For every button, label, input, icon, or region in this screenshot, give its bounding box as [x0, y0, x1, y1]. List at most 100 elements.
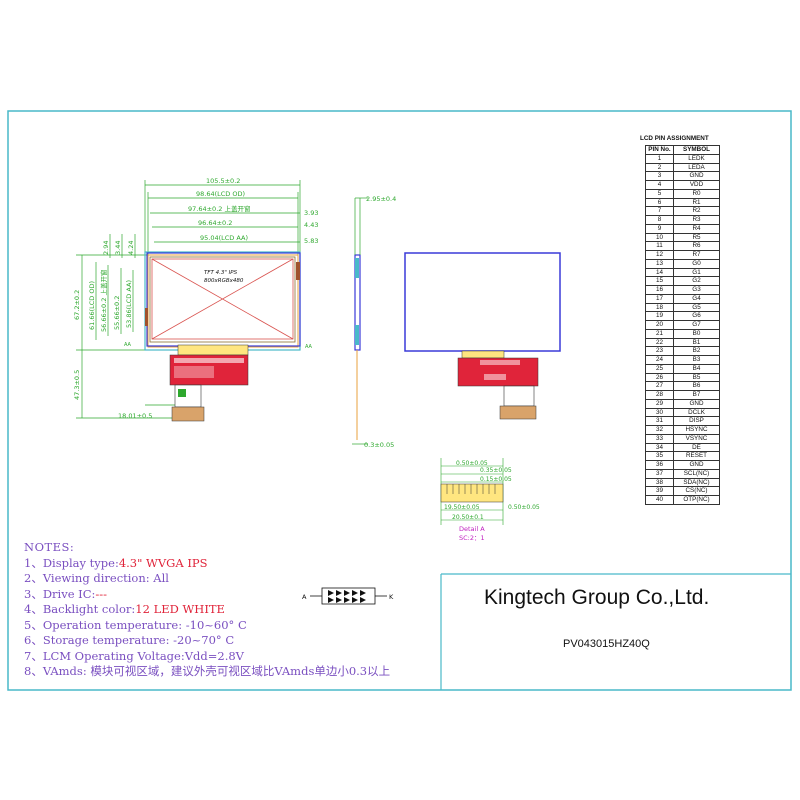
- detail-dim-4: 19.50±0.05: [444, 504, 480, 511]
- pin-symbol: B3: [673, 355, 720, 365]
- pin-number: 28: [645, 390, 674, 400]
- dim-left-3: 4.24: [127, 241, 135, 255]
- dim-fpc-width: 18.01±0.5: [118, 412, 152, 420]
- back-fpc-label: [480, 360, 520, 365]
- dim-width-window: 97.64±0.2 上盖开窗: [188, 204, 250, 213]
- pin-symbol: R2: [673, 206, 720, 216]
- detail-dim-3: 0.15±0.05: [480, 476, 512, 483]
- detail-dim-1: 0.50±0.05: [456, 460, 488, 467]
- pin-number: 21: [645, 328, 674, 339]
- pin-number: 26: [645, 372, 674, 383]
- pin-number: 22: [645, 337, 674, 348]
- pin-symbol: R1: [673, 197, 720, 208]
- pin-number: 19: [645, 311, 674, 321]
- pin-symbol: GND: [673, 171, 720, 181]
- pin-number: 16: [645, 285, 674, 295]
- pin-symbol: SCL(NC): [673, 468, 720, 479]
- dim-fpc-thickness: 0.3±0.05: [364, 441, 394, 449]
- pin-symbol: G0: [673, 258, 720, 269]
- pin-number: 3: [645, 171, 674, 181]
- back-view: [404, 252, 561, 420]
- pin-symbol: HSYNC: [673, 425, 720, 435]
- pin-number: 36: [645, 460, 674, 470]
- pin-symbol: G1: [673, 267, 720, 278]
- back-fpc-print: [484, 374, 506, 380]
- pin-symbol: R0: [673, 188, 720, 199]
- pin-number: 30: [645, 407, 674, 418]
- pin-number: 39: [645, 486, 674, 496]
- detail-label: Detail A: [459, 525, 485, 533]
- note-7: 7、LCM Operating Voltage:Vdd=2.8V: [24, 648, 244, 663]
- back-fpc-neck: [503, 385, 535, 407]
- pin-number: 32: [645, 425, 674, 435]
- pin-symbol: VSYNC: [673, 433, 720, 444]
- fpc-component: [178, 389, 186, 397]
- pin-symbol: B4: [673, 363, 720, 374]
- model-number: PV043015HZ40Q: [563, 638, 650, 650]
- dim-height-inner: 55.66±0.2: [113, 296, 121, 330]
- back-fpc-stiffener: [461, 350, 505, 359]
- aa-label-right: AA: [305, 344, 313, 350]
- pin-symbol: B0: [673, 328, 720, 339]
- fpc-connector: [171, 406, 205, 422]
- pin-number: 5: [645, 188, 674, 199]
- note-2: 2、Viewing direction: All: [24, 571, 169, 585]
- pin-number: 13: [645, 258, 674, 269]
- pin-number: 27: [645, 381, 674, 391]
- pin-symbol: DE: [673, 442, 720, 453]
- dim-width-total: 105.5±0.2: [206, 177, 240, 185]
- pin-symbol: G2: [673, 276, 720, 286]
- led-anode-label: A: [302, 593, 307, 601]
- company-name: Kingtech Group Co.,Ltd.: [484, 586, 710, 609]
- dim-width-lcd-od: 98.64(LCD OD): [196, 190, 245, 198]
- glass-text-1: TFT 4.3" IPS: [204, 270, 238, 276]
- dim-height-window: 56.66±0.2 上盖开窗: [99, 270, 108, 332]
- pin-number: 31: [645, 416, 674, 426]
- pin-number: 24: [645, 355, 674, 365]
- pin-header-symbol: SYMBOL: [673, 145, 720, 155]
- pin-symbol: LEDA: [673, 162, 720, 173]
- pin-number: 37: [645, 468, 674, 479]
- pin-symbol: R4: [673, 223, 720, 234]
- pin-number: 11: [645, 241, 674, 251]
- pin-symbol: B7: [673, 390, 720, 400]
- fpc-print-area: [174, 366, 214, 378]
- notes-title: NOTES:: [24, 540, 75, 554]
- pin-table-title: LCD PIN ASSIGNMENT: [640, 135, 709, 142]
- fpc-label-area: [174, 358, 244, 363]
- dim-right-1: 3.93: [304, 209, 318, 217]
- pin-symbol: CS(NC): [673, 486, 720, 496]
- pin-symbol: RESET: [673, 451, 720, 461]
- pin-number: 18: [645, 302, 674, 313]
- pin-symbol: SDA(NC): [673, 477, 720, 488]
- pin-number: 14: [645, 267, 674, 278]
- dim-width-aa: 95.04(LCD AA): [200, 234, 248, 242]
- pin-symbol: GND: [673, 398, 720, 409]
- led-array-box: [321, 587, 376, 605]
- led-cathode-label: K: [389, 593, 394, 601]
- pin-symbol: VDD: [673, 180, 720, 190]
- note-4: 4、Backlight color:12 LED WHITE: [24, 602, 225, 616]
- back-fpc-connector: [499, 405, 537, 420]
- detail-a: 0.50±0.05 0.35±0.05 0.15±0.05 19.50±0.05…: [440, 458, 540, 542]
